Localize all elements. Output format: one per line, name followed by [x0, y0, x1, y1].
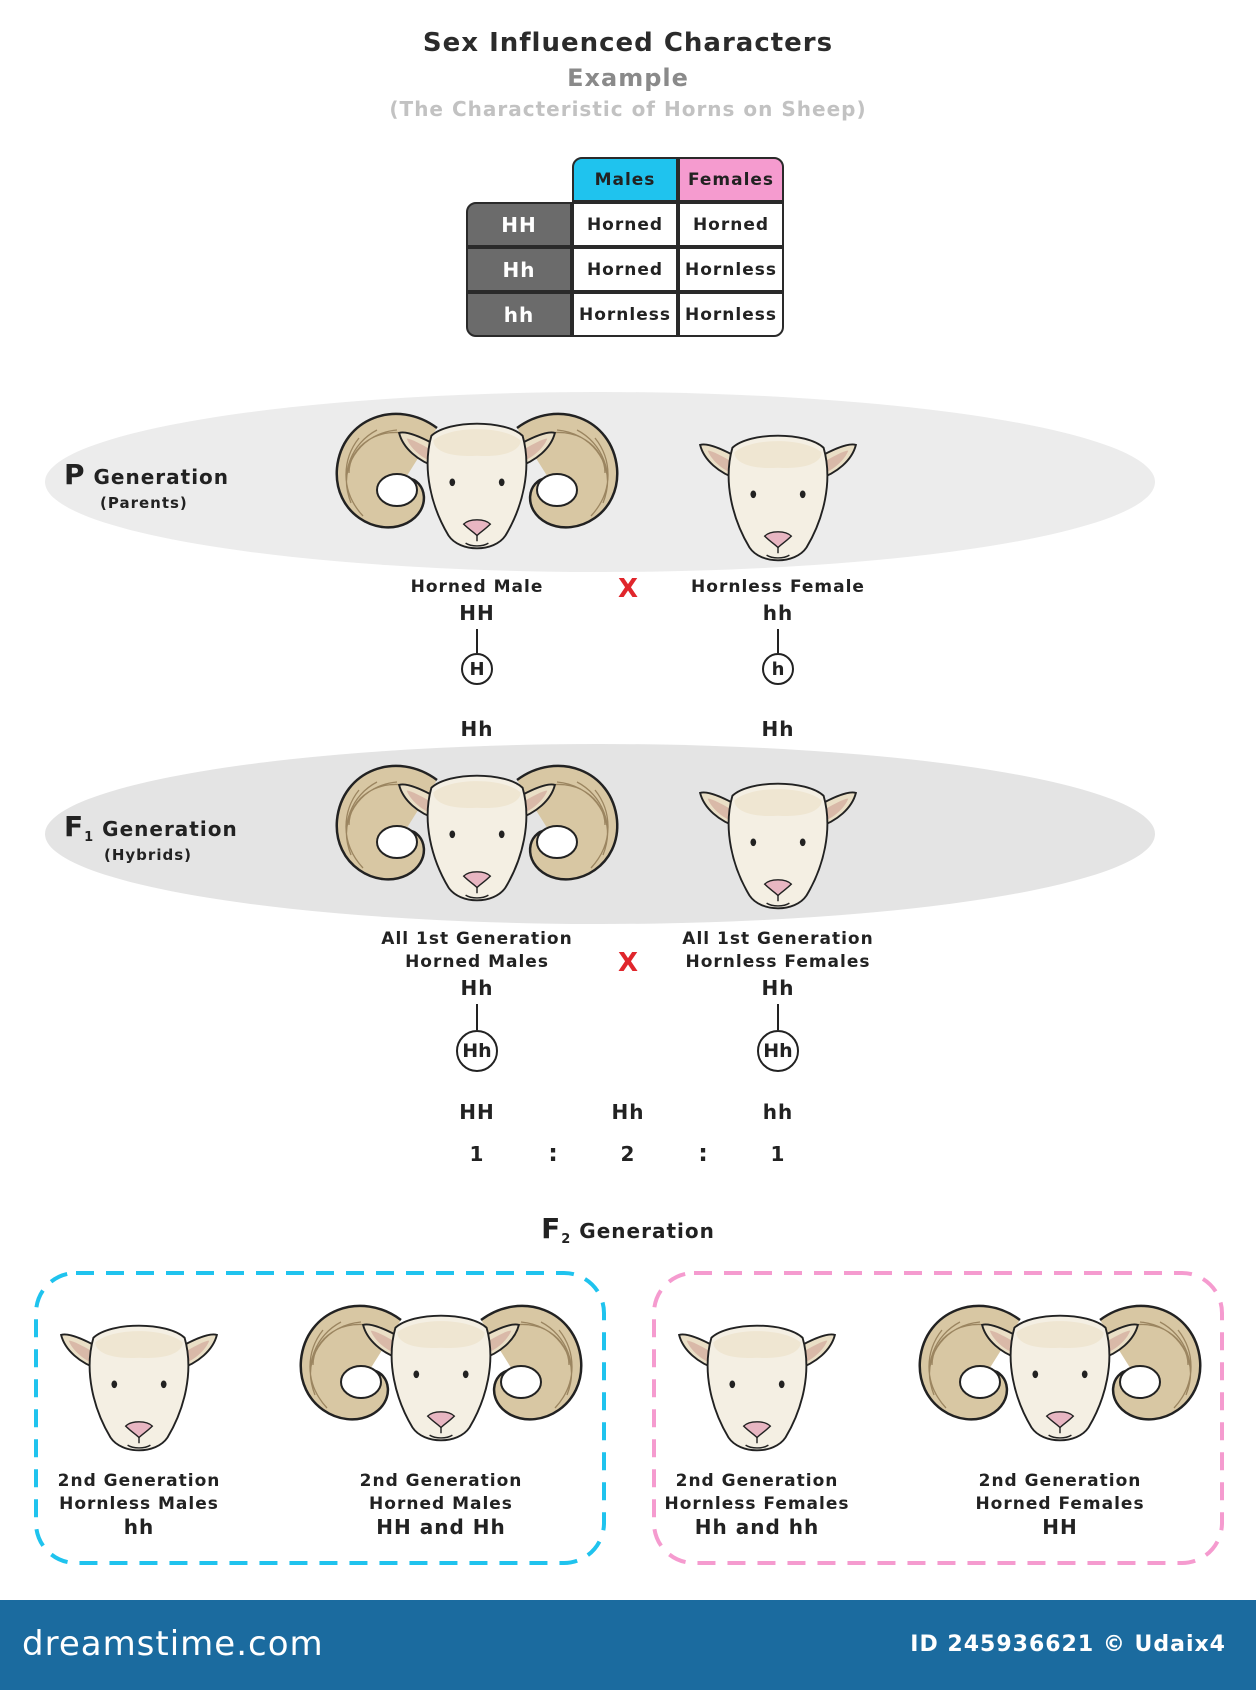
f1-male-gamete: Hh — [456, 1030, 498, 1072]
p-generation-word: Generation — [93, 465, 230, 489]
f2-hornless-male-genotype: hh — [123, 1515, 155, 1539]
p-male-gamete: H — [461, 653, 493, 685]
f1-male-label: All 1st Generation Horned Males — [381, 928, 572, 974]
ratio-genotype-hh: hh — [762, 1100, 794, 1124]
table-row-genotype: hh — [466, 292, 572, 337]
f2-horned-female-line2: Horned Females — [975, 1494, 1145, 1514]
p-female-gamete-line — [777, 629, 779, 653]
table-row: HH Horned Horned — [466, 202, 784, 247]
ratio-separator-1: : — [548, 1139, 558, 1167]
f2-hornless-male-line2: Hornless Males — [59, 1494, 219, 1514]
ratio-value-1: 1 — [469, 1142, 485, 1166]
f2-hornless-female-sheep — [678, 1324, 836, 1452]
f1-female-offspring-genotype: Hh — [761, 717, 795, 741]
f1-female-label-line1: All 1st Generation — [682, 929, 874, 949]
f2-horned-male-line2: Horned Males — [369, 1494, 513, 1514]
table-row: Hh Horned Hornless — [466, 247, 784, 292]
table-row: hh Hornless Hornless — [466, 292, 784, 337]
diagram-canvas — [34, 392, 1224, 1565]
table-cell-females: Hornless — [678, 292, 784, 337]
table-header-males: Males — [572, 157, 678, 202]
table-row-genotype: Hh — [466, 247, 572, 292]
f2-generation-subscript: 2 — [561, 1232, 572, 1247]
f1-female-gamete-line — [777, 1004, 779, 1030]
table-cell-males: Horned — [572, 247, 678, 292]
f2-hornless-female-line2: Hornless Females — [664, 1494, 850, 1514]
table-cell-females: Horned — [678, 202, 784, 247]
f1-female-genotype: Hh — [761, 976, 795, 1000]
p-female-genotype: hh — [762, 601, 794, 625]
table-corner — [466, 157, 572, 202]
f2-males-box — [34, 1271, 606, 1565]
f2-horned-female-genotype: HH — [1042, 1515, 1078, 1539]
table-cell-males: Horned — [572, 202, 678, 247]
f1-male-label-line2: Horned Males — [405, 952, 549, 972]
f2-horned-male-label: 2nd Generation Horned Males HH and Hh — [360, 1470, 523, 1539]
f2-horned-male-line1: 2nd Generation — [359, 1471, 523, 1491]
ratio-value-2: 2 — [620, 1142, 636, 1166]
page-subtitle: Example — [567, 64, 689, 92]
f1-male-genotype: Hh — [460, 976, 494, 1000]
f2-horned-female-label: 2nd Generation Horned Females HH — [975, 1470, 1144, 1539]
f1-male-offspring-genotype: Hh — [460, 717, 494, 741]
f2-hornless-female-line1: 2nd Generation — [675, 1471, 839, 1491]
f2-horned-male-sheep — [299, 1304, 583, 1442]
p-female-gamete: h — [762, 653, 794, 685]
watermark-logo: dreamstime.com — [22, 1624, 324, 1664]
f2-hornless-male-line1: 2nd Generation — [57, 1471, 221, 1491]
f1-generation-letter: F — [64, 810, 85, 843]
f2-hornless-female-label: 2nd Generation Hornless Females Hh and h… — [664, 1470, 849, 1539]
watermark-footer: dreamstime.com ID 245936621 © Udaix4 — [0, 1600, 1256, 1690]
f2-generation-title: F2 Generation — [541, 1212, 715, 1247]
f2-females-box — [652, 1271, 1224, 1565]
ratio-separator-2: : — [698, 1139, 708, 1167]
f1-generation-subscript: 1 — [84, 830, 95, 845]
f1-male-label-line1: All 1st Generation — [381, 929, 573, 949]
p-generation-title: P Generation — [64, 458, 229, 491]
genotype-phenotype-table: Males Females HH Horned Horned Hh Horned… — [466, 157, 784, 337]
ratio-value-3: 1 — [770, 1142, 786, 1166]
p-male-gamete-line — [476, 629, 478, 653]
p-generation-letter: P — [64, 458, 86, 491]
f1-generation-word: Generation — [102, 817, 238, 841]
p-cross-mark: X — [617, 574, 639, 604]
f1-male-gamete-line — [476, 1004, 478, 1030]
page-title: Sex Influenced Characters — [422, 28, 834, 58]
table-row-genotype: HH — [466, 202, 572, 247]
f1-generation-title: F1 Generation — [64, 810, 238, 845]
f1-cross-mark: X — [617, 948, 639, 978]
table-header-females: Females — [678, 157, 784, 202]
watermark-id: ID 245936621 © Udaix4 — [910, 1632, 1226, 1657]
f2-horned-female-sheep — [918, 1304, 1202, 1442]
f2-generation-word: Generation — [579, 1219, 715, 1243]
f1-female-gamete: Hh — [757, 1030, 799, 1072]
ratio-genotype-HH: HH — [459, 1100, 495, 1124]
table-cell-males: Hornless — [572, 292, 678, 337]
p-male-genotype: HH — [459, 601, 495, 625]
f2-hornless-male-label: 2nd Generation Hornless Males hh — [58, 1470, 221, 1539]
p-generation-sub: (Parents) — [100, 494, 188, 512]
p-male-label: Horned Male — [410, 577, 544, 597]
f2-hornless-male-sheep — [60, 1324, 218, 1452]
f2-hornless-female-genotype: Hh and hh — [694, 1515, 820, 1539]
page-subtitle-detail: (The Characteristic of Horns on Sheep) — [389, 97, 867, 121]
f2-horned-male-genotype: HH and Hh — [376, 1515, 506, 1539]
p-female-label: Hornless Female — [691, 577, 865, 597]
ratio-genotype-Hh: Hh — [611, 1100, 645, 1124]
f2-generation-letter: F — [541, 1212, 562, 1245]
f1-generation-sub: (Hybrids) — [104, 846, 192, 864]
table-cell-females: Hornless — [678, 247, 784, 292]
f1-female-label-line2: Hornless Females — [685, 952, 871, 972]
f2-horned-female-line1: 2nd Generation — [978, 1471, 1142, 1491]
f1-female-label: All 1st Generation Hornless Females — [682, 928, 873, 974]
